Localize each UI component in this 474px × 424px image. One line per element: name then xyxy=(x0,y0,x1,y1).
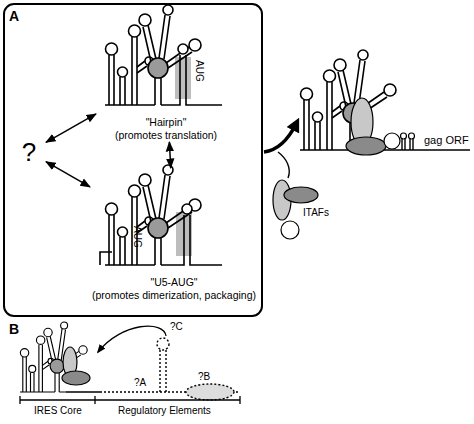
node-title: "U5-AUG" xyxy=(150,276,197,289)
u5-aug-structure xyxy=(100,165,222,265)
dotted-loop xyxy=(157,338,169,350)
itaf-blob xyxy=(281,221,299,239)
itaf-blob xyxy=(384,133,400,149)
hairpin-structure xyxy=(105,5,222,105)
small-hairpin xyxy=(402,139,413,150)
label-text: ?B xyxy=(198,372,210,382)
label-text: ITAFs xyxy=(303,208,329,218)
rna-loop xyxy=(182,204,192,214)
label-text: AUG xyxy=(194,60,204,82)
structure-state: "Hairpin"(promotes translation) xyxy=(96,6,236,142)
initiation-complex xyxy=(300,50,470,155)
rna-structure xyxy=(105,165,201,265)
dotted-factor xyxy=(186,384,234,400)
dotted-hairpin xyxy=(160,350,166,392)
rna-loop xyxy=(409,133,415,139)
label-text: B xyxy=(9,322,19,336)
question-node: ? xyxy=(12,132,46,172)
transition-arrow xyxy=(264,124,296,152)
label-text: Regulatory Elements xyxy=(118,406,211,416)
rna-structure xyxy=(300,50,396,150)
equilibrium-arrow xyxy=(46,114,96,142)
regulatory-model xyxy=(20,322,240,404)
region-bracket xyxy=(20,396,240,404)
node-title: ? xyxy=(22,137,36,168)
label-text: ?C xyxy=(170,322,183,332)
label-text: IRES Core xyxy=(34,406,82,416)
rna-loop xyxy=(401,133,407,139)
rna-strand xyxy=(66,391,100,392)
ribosome-subunit xyxy=(62,371,90,385)
shaded-region xyxy=(175,57,191,99)
label-text: gag ORF xyxy=(424,135,469,146)
node-title: "Hairpin" xyxy=(146,116,187,129)
node-note: (promotes translation) xyxy=(115,129,217,142)
panel-frame xyxy=(4,4,262,316)
rna-loop xyxy=(178,44,188,54)
label-text: AUG xyxy=(132,226,142,248)
itaf-blob xyxy=(284,187,318,203)
label-text: A xyxy=(9,9,19,23)
feedback-arrow xyxy=(98,326,166,352)
rna-strand xyxy=(171,215,222,265)
binding-curve xyxy=(278,152,289,178)
rna-strand xyxy=(171,55,222,105)
structure-state: "U5-AUG"(promotes dimerization, packagin… xyxy=(90,168,258,302)
ribosome-subunit xyxy=(346,137,386,155)
node-note: (promotes dimerization, packaging) xyxy=(92,289,256,302)
equilibrium-arrow xyxy=(169,142,170,168)
rna-strand xyxy=(100,252,112,265)
label-text: ?A xyxy=(134,378,146,388)
equilibrium-arrow xyxy=(46,162,90,187)
